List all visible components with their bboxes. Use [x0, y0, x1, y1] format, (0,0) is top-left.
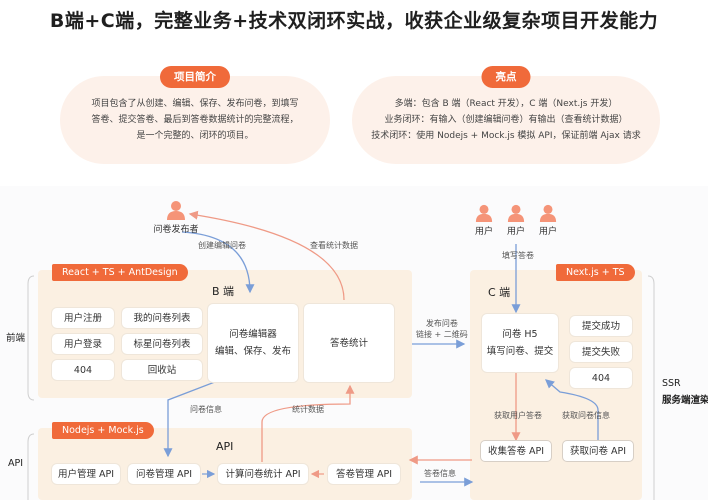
view-stat-note: 查看统计数据: [310, 241, 358, 250]
user-register-page: 用户注册: [52, 308, 114, 328]
submit-ok-page: 提交成功: [570, 316, 632, 336]
ssr-label: SSR: [662, 378, 681, 389]
answer-info-note: 答卷信息: [424, 469, 456, 478]
user-figure: 用户: [496, 204, 536, 237]
question-api-box: 问卷管理 API: [128, 464, 200, 484]
ssr-sub-label: 服务端渲染: [662, 395, 708, 406]
c-404-page: 404: [570, 368, 632, 388]
person-icon: [539, 204, 557, 222]
highlights-line: 技术闭环：使用 Nodejs + Mock.js 模拟 API，保证前端 Aja…: [371, 131, 641, 141]
user-api-box: 用户管理 API: [52, 464, 120, 484]
user-figure: 用户: [528, 204, 568, 237]
api-side-label: API: [8, 458, 24, 469]
stat-api-box: 计算问卷统计 API: [218, 464, 308, 484]
user-label: 用户: [474, 227, 493, 237]
editor-line: 编辑、保存、发布: [214, 346, 291, 357]
user-label: 用户: [538, 227, 557, 237]
fill-note: 填写答卷: [502, 251, 534, 260]
person-icon: [167, 201, 185, 220]
c-tech-tag: Next.js + TS: [556, 264, 635, 281]
user-figure: 用户: [464, 204, 504, 237]
h5-box: 问卷 H5 填写问卷、提交: [482, 314, 558, 372]
get-answer-note: 获取用户答卷: [494, 411, 542, 420]
get-q-info-note: 获取问卷信息: [562, 411, 610, 420]
publish-note-line: 发布问卷: [425, 319, 458, 328]
page-title: B端+C端，完整业务+技术双闭环实战，收获企业级复杂项目开发能力: [49, 10, 659, 32]
publisher-figure: 问卷发布者: [146, 200, 206, 235]
publisher-label: 问卷发布者: [153, 225, 199, 235]
highlights-card: 亮点 多端：包含 B 端（React 开发），C 端（Next.js 开发） 业…: [352, 66, 660, 164]
publish-note-line: 链接 + 二维码: [416, 330, 468, 339]
user-login-page: 用户登录: [52, 334, 114, 354]
b-end-title: B 端: [212, 285, 235, 298]
stat-box: 答卷统计: [304, 304, 394, 382]
star-list-page: 标星问卷列表: [122, 334, 202, 354]
b-tech-tag: React + TS + AntDesign: [52, 264, 188, 281]
stat-data-note: 统计数据: [292, 405, 324, 414]
h5-line: 填写问卷、提交: [486, 346, 554, 357]
b-404-page: 404: [52, 360, 114, 380]
submit-fail-page: 提交失败: [570, 342, 632, 362]
create-edit-note: 创建编辑问卷: [198, 241, 246, 250]
highlights-label: 亮点: [481, 66, 531, 88]
answer-api-box: 答卷管理 API: [328, 464, 400, 484]
get-api-box: 获取问卷 API: [562, 440, 634, 462]
h5-line: 问卷 H5: [502, 329, 538, 340]
api-tech-tag: Nodejs + Mock.js: [52, 422, 154, 439]
intro-line: 是一个完整的、闭环的项目。: [136, 131, 254, 141]
my-list-page: 我的问卷列表: [122, 308, 202, 328]
person-icon: [507, 204, 525, 222]
c-end-title: C 端: [488, 286, 511, 299]
highlights-line: 业务闭环：有输入（创建编辑问卷）有输出（查看统计数据）: [384, 115, 628, 125]
user-label: 用户: [506, 227, 525, 237]
person-icon: [475, 204, 493, 222]
frontend-side-label: 前端: [6, 333, 26, 344]
intro-line: 答卷、提交答卷、最后到答卷数据统计的完整流程，: [91, 115, 299, 125]
publish-note: 发布问卷 链接 + 二维码: [416, 318, 468, 340]
api-title: API: [216, 440, 234, 453]
collect-api-box: 收集答卷 API: [480, 440, 552, 462]
editor-box: 问卷编辑器 编辑、保存、发布: [208, 304, 298, 382]
recycle-page: 回收站: [122, 360, 202, 380]
editor-line: 问卷编辑器: [229, 329, 277, 340]
intro-card: 项目简介 项目包含了从创建、编辑、保存、发布问卷，到填写 答卷、提交答卷、最后到…: [60, 66, 330, 164]
intro-line: 项目包含了从创建、编辑、保存、发布问卷，到填写: [91, 99, 299, 109]
intro-label: 项目简介: [160, 66, 230, 88]
highlights-line: 多端：包含 B 端（React 开发），C 端（Next.js 开发）: [394, 99, 618, 109]
q-info-note: 问卷信息: [190, 405, 222, 414]
